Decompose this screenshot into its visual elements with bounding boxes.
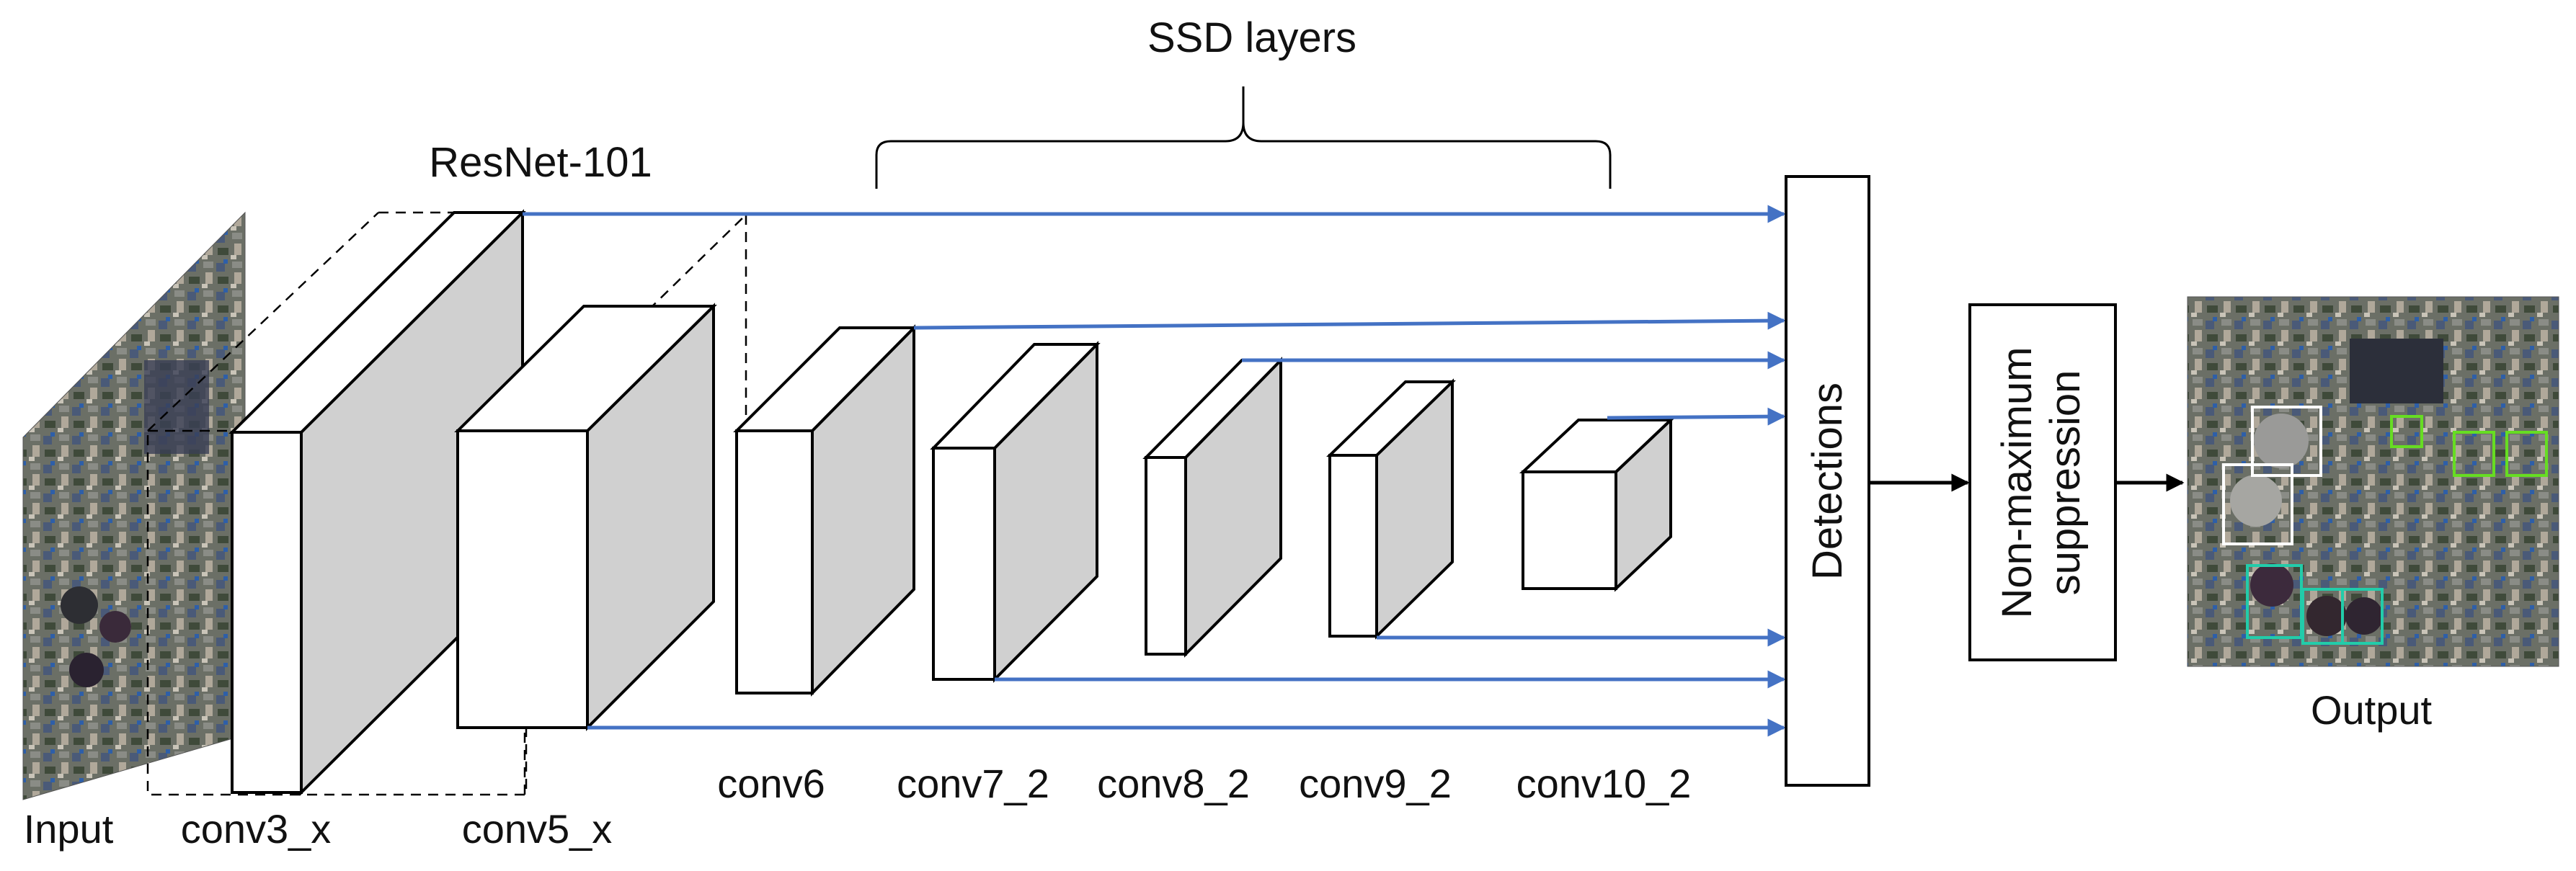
- detections-label: Detections: [1804, 383, 1851, 580]
- ssd-layers-label: SSD layers: [1147, 14, 1356, 61]
- conv10-label: conv10_2: [1516, 761, 1692, 806]
- conv5-block: [454, 303, 717, 731]
- detection-box-teal-3: [2341, 588, 2384, 645]
- nms-label-line2: suppression: [2042, 370, 2089, 596]
- nms-label-line1: Non-maximum: [1994, 347, 2040, 618]
- conv9-block: [1326, 378, 1456, 640]
- resnet-label: ResNet-101: [429, 139, 652, 186]
- detection-box-white-1: [2251, 406, 2322, 477]
- conv3-label: conv3_x: [181, 806, 332, 852]
- detection-box-white-2: [2222, 463, 2293, 545]
- detection-box-green-1: [2390, 415, 2423, 448]
- conv6-block: [733, 324, 918, 697]
- conv9-label: conv9_2: [1299, 761, 1452, 806]
- detections-box: [1785, 175, 1870, 787]
- conv5-label: conv5_x: [462, 806, 613, 852]
- input-image: [22, 211, 246, 800]
- nms-box: [1968, 303, 2117, 661]
- conv10-block: [1519, 416, 1675, 592]
- arrow-conv10-top: [1607, 407, 1786, 426]
- input-label: Input: [24, 806, 114, 852]
- detection-box-green-2: [2453, 431, 2495, 477]
- conv7-block: [930, 341, 1101, 683]
- output-image: [2187, 296, 2559, 667]
- ssd-bracket: [875, 86, 1612, 189]
- conv8-label: conv8_2: [1097, 761, 1250, 806]
- output-label: Output: [2311, 687, 2433, 733]
- arrow-conv6-top: [913, 311, 1786, 330]
- conv3-block: [228, 209, 526, 796]
- detection-box-green-3: [2505, 431, 2548, 477]
- feature-arrows: [523, 205, 1786, 737]
- conv7-label: conv7_2: [897, 761, 1049, 806]
- conv6-label: conv6: [717, 761, 825, 806]
- conv8-block: [1142, 357, 1284, 658]
